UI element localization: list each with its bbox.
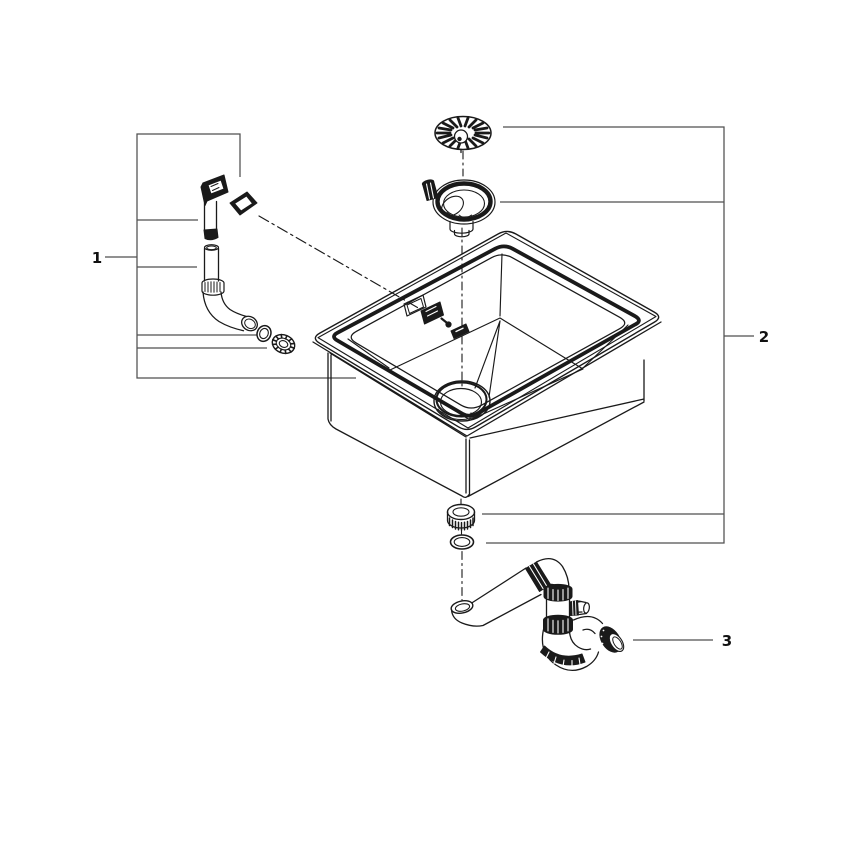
- overflow-clamp-slot: [455, 327, 464, 333]
- overflow-hole-inner: [406, 298, 424, 314]
- basket-outer-edge: [432, 179, 496, 225]
- sink-body-exterior: [312, 321, 662, 499]
- overflow-assembly: [200, 174, 421, 355]
- washer-inner: [453, 537, 471, 547]
- callout-3-label: 3: [722, 632, 732, 650]
- overflow-lower-tube: [201, 244, 225, 296]
- trap-u-bend-band: [540, 645, 586, 666]
- elbow-outer-edge: [202, 291, 245, 332]
- drain-outer-ring: [433, 380, 491, 422]
- overflow-upper-tube: [203, 200, 218, 232]
- o-ring-outer: [256, 324, 272, 343]
- trap-inlet-pipe-top: [471, 567, 527, 604]
- sink-rim-inner-line: [317, 232, 657, 429]
- overflow-gasket: [229, 191, 258, 216]
- lower-tube-collar-ribs: [204, 281, 221, 293]
- overflow-cover-plate: [202, 174, 229, 202]
- outlet-ring-highlight-1: [602, 629, 605, 632]
- outlet-ring-highlight-4: [604, 648, 607, 651]
- lower-tube-collar: [201, 278, 225, 296]
- overflow-clamp-plate: [450, 323, 470, 339]
- stub-tip-end: [583, 602, 590, 614]
- trap-u-bend-inner: [568, 630, 592, 651]
- trap-side-stub: [569, 600, 590, 616]
- lower-tube-walls: [203, 247, 220, 282]
- callout-2-label: 2: [759, 328, 769, 346]
- locknut-knurling: [448, 517, 474, 531]
- nut-knurling: [271, 333, 296, 355]
- stub-knurled-band-ribs: [572, 600, 577, 616]
- nut-hole: [278, 340, 289, 348]
- callout-1-bracket: [105, 133, 356, 379]
- sink-drain-hole: [433, 380, 491, 422]
- drain-washer: [449, 534, 475, 550]
- trap-inlet-pipe-bottom: [450, 593, 542, 627]
- overflow-screw-head: [445, 321, 452, 328]
- o-ring-inner: [259, 327, 269, 340]
- trap-inlet-mouth: [450, 600, 474, 614]
- overflow-alignment-dash-line: [258, 215, 421, 310]
- basket-heavy-rim: [435, 181, 493, 222]
- trap-pipe-union-nut-ribs: [528, 563, 548, 590]
- elbow-inner-edge: [220, 291, 248, 318]
- sink-basin: [312, 230, 662, 499]
- overflow-hole-outer: [403, 294, 427, 317]
- outlet-ring-highlight-2: [600, 635, 603, 638]
- trap-assembly: [450, 557, 625, 672]
- basket-side-knob-ribs: [425, 182, 435, 200]
- sink-bowl-interior-lines: [347, 253, 629, 421]
- outlet-ring-highlight-3: [601, 642, 604, 645]
- drain-lip-arc: [437, 407, 486, 421]
- sink-rim-outer: [314, 230, 660, 431]
- stub-knurled-band: [569, 600, 579, 616]
- washer-outer: [449, 534, 475, 550]
- sink-bowl-opening: [350, 254, 626, 409]
- trap-body-nut-lower-ribs: [547, 618, 569, 634]
- basket-strainer: [421, 179, 496, 238]
- overflow-screw: [440, 317, 448, 324]
- overflow-cover-glyphs: [210, 183, 220, 191]
- basket-flap: [441, 195, 464, 217]
- strainer-plug: [434, 115, 492, 154]
- assembly-axis-line: [460, 150, 464, 601]
- trap-inlet-elbow: [450, 567, 542, 627]
- drain-strainer-assembly: [421, 115, 496, 601]
- callout-2-bracket: [482, 126, 754, 544]
- outlet-opening-inner: [612, 636, 623, 650]
- trap-u-bend-band-ribs: [545, 651, 581, 668]
- callout-1-label: 1: [92, 249, 102, 267]
- callout-lines: [105, 126, 754, 641]
- overflow-nut: [271, 333, 296, 355]
- plug-outer-rim: [434, 115, 492, 151]
- elbow-mouth: [241, 315, 258, 332]
- lower-tube-mouth: [203, 244, 220, 251]
- plug-knob-hole: [457, 136, 462, 142]
- locknut-hole: [452, 507, 470, 517]
- locknut-top: [446, 503, 476, 521]
- overflow-seal-plate: [420, 301, 444, 325]
- lower-tube-mouth-inner: [206, 245, 217, 251]
- trap-body-nut-upper-ribs: [547, 587, 569, 602]
- trap-inlet-mouth-inner: [454, 603, 471, 612]
- basket-bowl-inner: [442, 189, 486, 218]
- overflow-seal-plate-hatch: [425, 305, 439, 317]
- overflow-upper-tube-end: [203, 228, 219, 241]
- drain-inner-ring: [439, 387, 483, 417]
- trap-outlet: [599, 626, 625, 653]
- drain-mid-ring: [435, 381, 488, 418]
- sink-overflow-port: [403, 294, 470, 339]
- trap-outlet-elbow: [572, 615, 604, 635]
- basket-tailpiece: [449, 220, 474, 238]
- plug-knob: [453, 129, 469, 144]
- basket-interior-marks: [446, 212, 472, 219]
- plug-radial-slots: [435, 116, 491, 150]
- drain-locknut: [446, 503, 476, 531]
- callout-labels: 1 2 3: [92, 249, 769, 650]
- overflow-o-ring: [256, 324, 272, 343]
- overflow-elbow: [202, 291, 258, 332]
- elbow-mouth-inner: [244, 318, 256, 330]
